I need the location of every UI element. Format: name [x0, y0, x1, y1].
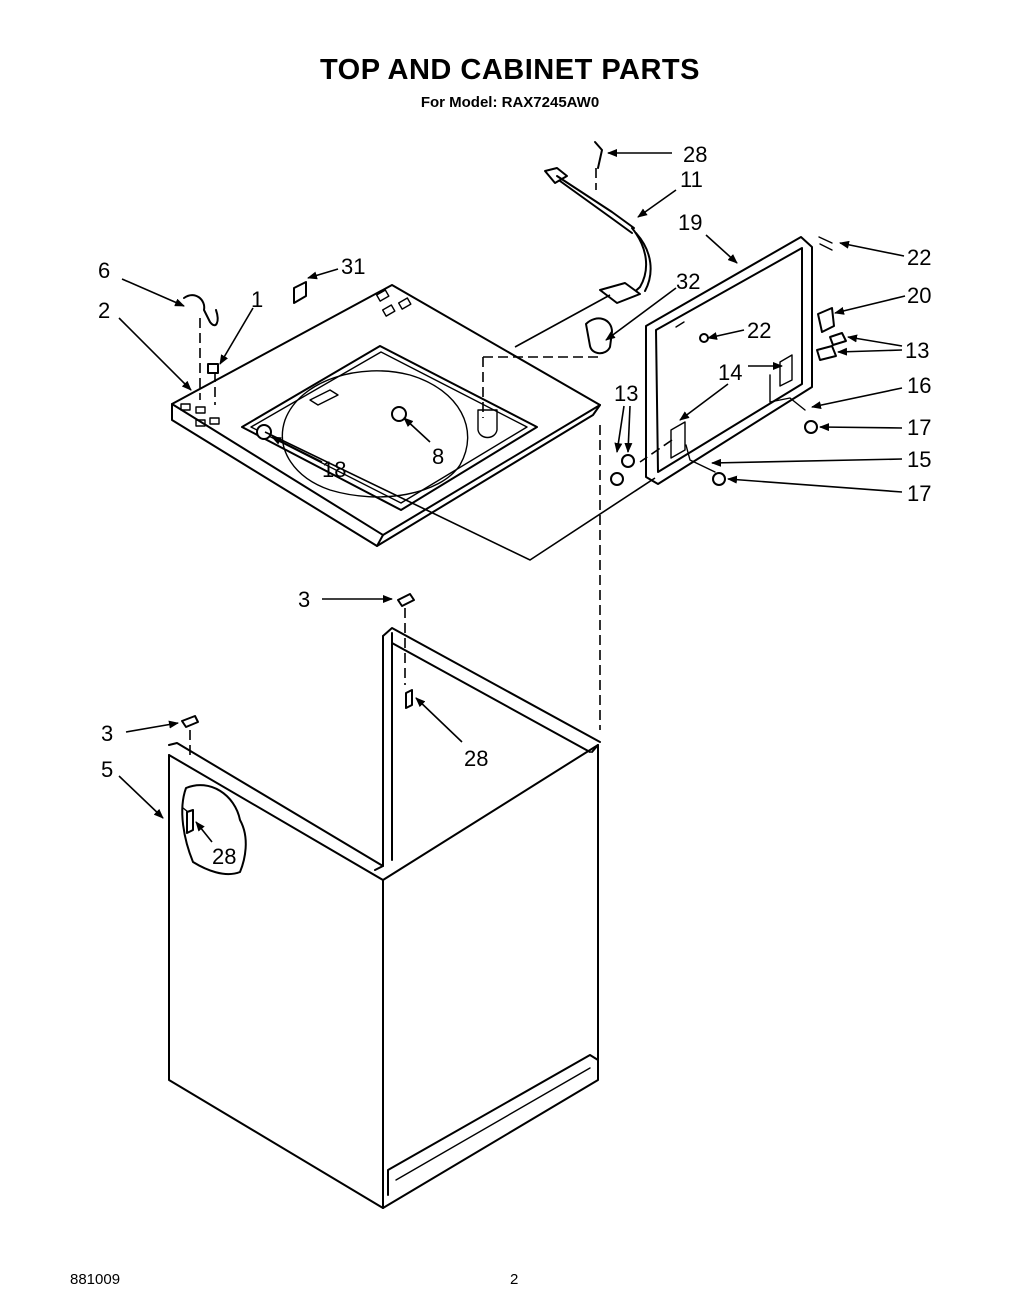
callout-17: 17	[907, 415, 931, 440]
washer-cabinet	[168, 627, 601, 1209]
diagram-code: 881009	[70, 1271, 121, 1288]
callout-20: 20	[907, 283, 931, 308]
callout-31: 31	[341, 254, 365, 279]
callout-28: 28	[683, 142, 707, 167]
callout-6: 6	[98, 258, 110, 283]
callout-8: 8	[432, 444, 444, 469]
callout-labels: 28 11 19 22 6 31 1 2 32 20 22 13 14 13 1…	[98, 142, 931, 869]
callout-22: 22	[907, 245, 931, 270]
callout-2: 2	[98, 298, 110, 323]
callout-1: 1	[251, 287, 263, 312]
callout-13: 13	[905, 338, 929, 363]
callout-11: 11	[680, 167, 703, 192]
model-subtitle: For Model: RAX7245AW0	[420, 94, 600, 111]
console-panel	[645, 236, 813, 485]
callout-17: 17	[907, 481, 931, 506]
page-title: TOP AND CABINET PARTS	[319, 54, 700, 86]
page-number: 2	[510, 1271, 519, 1288]
callout-13: 13	[614, 381, 638, 406]
assembly-lines	[264, 294, 656, 561]
callout-3: 3	[298, 587, 310, 612]
callout-28: 28	[464, 746, 488, 771]
hose-harness	[544, 141, 652, 304]
callout-32: 32	[676, 269, 700, 294]
callout-14: 14	[718, 360, 742, 385]
dashed-guides	[189, 168, 673, 757]
callout-22: 22	[747, 318, 771, 343]
callout-3: 3	[101, 721, 113, 746]
small-parts	[181, 236, 847, 834]
callout-28: 28	[212, 844, 236, 869]
callout-15: 15	[907, 447, 931, 472]
callout-16: 16	[907, 373, 931, 398]
washer-top	[171, 284, 601, 547]
leader-arrows	[118, 149, 906, 843]
callout-19: 19	[678, 210, 702, 235]
callout-18: 18	[322, 457, 346, 482]
callout-5: 5	[101, 757, 113, 782]
